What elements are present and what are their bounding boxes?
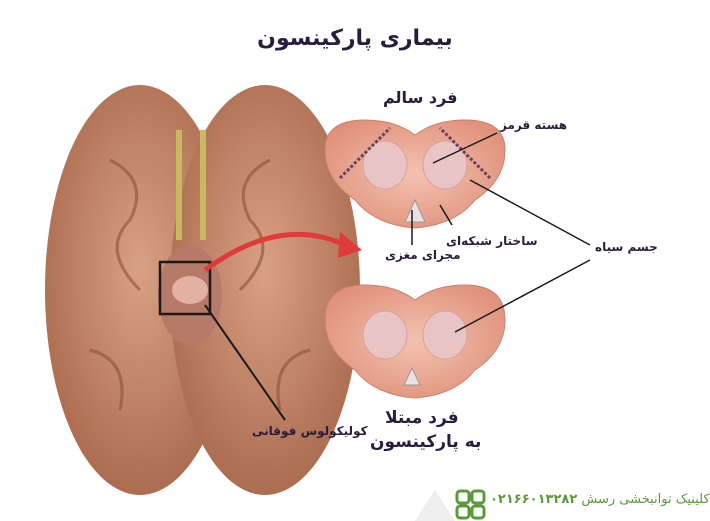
- clinic-logo: [455, 489, 486, 520]
- highlight-box: [158, 260, 212, 316]
- leader-lines: [411, 132, 591, 333]
- healthy-section: [324, 119, 506, 229]
- footer-clinic: کلینیک توانبخشی رسش ۰۲۱۶۶۰۱۳۲۸۲: [490, 492, 710, 507]
- label-substantia-nigra: جسم سیاه: [595, 240, 658, 254]
- label-colliculus: کولیکولوس فوقانی: [252, 424, 368, 438]
- clinic-phone: ۰۲۱۶۶۰۱۳۲۸۲: [490, 492, 578, 507]
- label-patient-2: به پارکینسون: [370, 432, 482, 452]
- page-title: بیماری پارکینسون: [257, 26, 453, 51]
- label-healthy: فرد سالم: [383, 88, 458, 107]
- clinic-name: کلینیک توانبخشی رسش: [581, 492, 710, 507]
- arrow: [203, 231, 347, 273]
- watermark: [415, 490, 455, 521]
- patient-section: [324, 284, 506, 399]
- label-patient-1: فرد مبتلا: [385, 408, 459, 428]
- label-red-nucleus: هسته قرمز: [500, 118, 568, 132]
- brain: [45, 85, 360, 495]
- label-aqueduct: مجرای مغزی: [385, 248, 461, 262]
- label-reticular: ساختار شبکه‌ای: [446, 234, 538, 248]
